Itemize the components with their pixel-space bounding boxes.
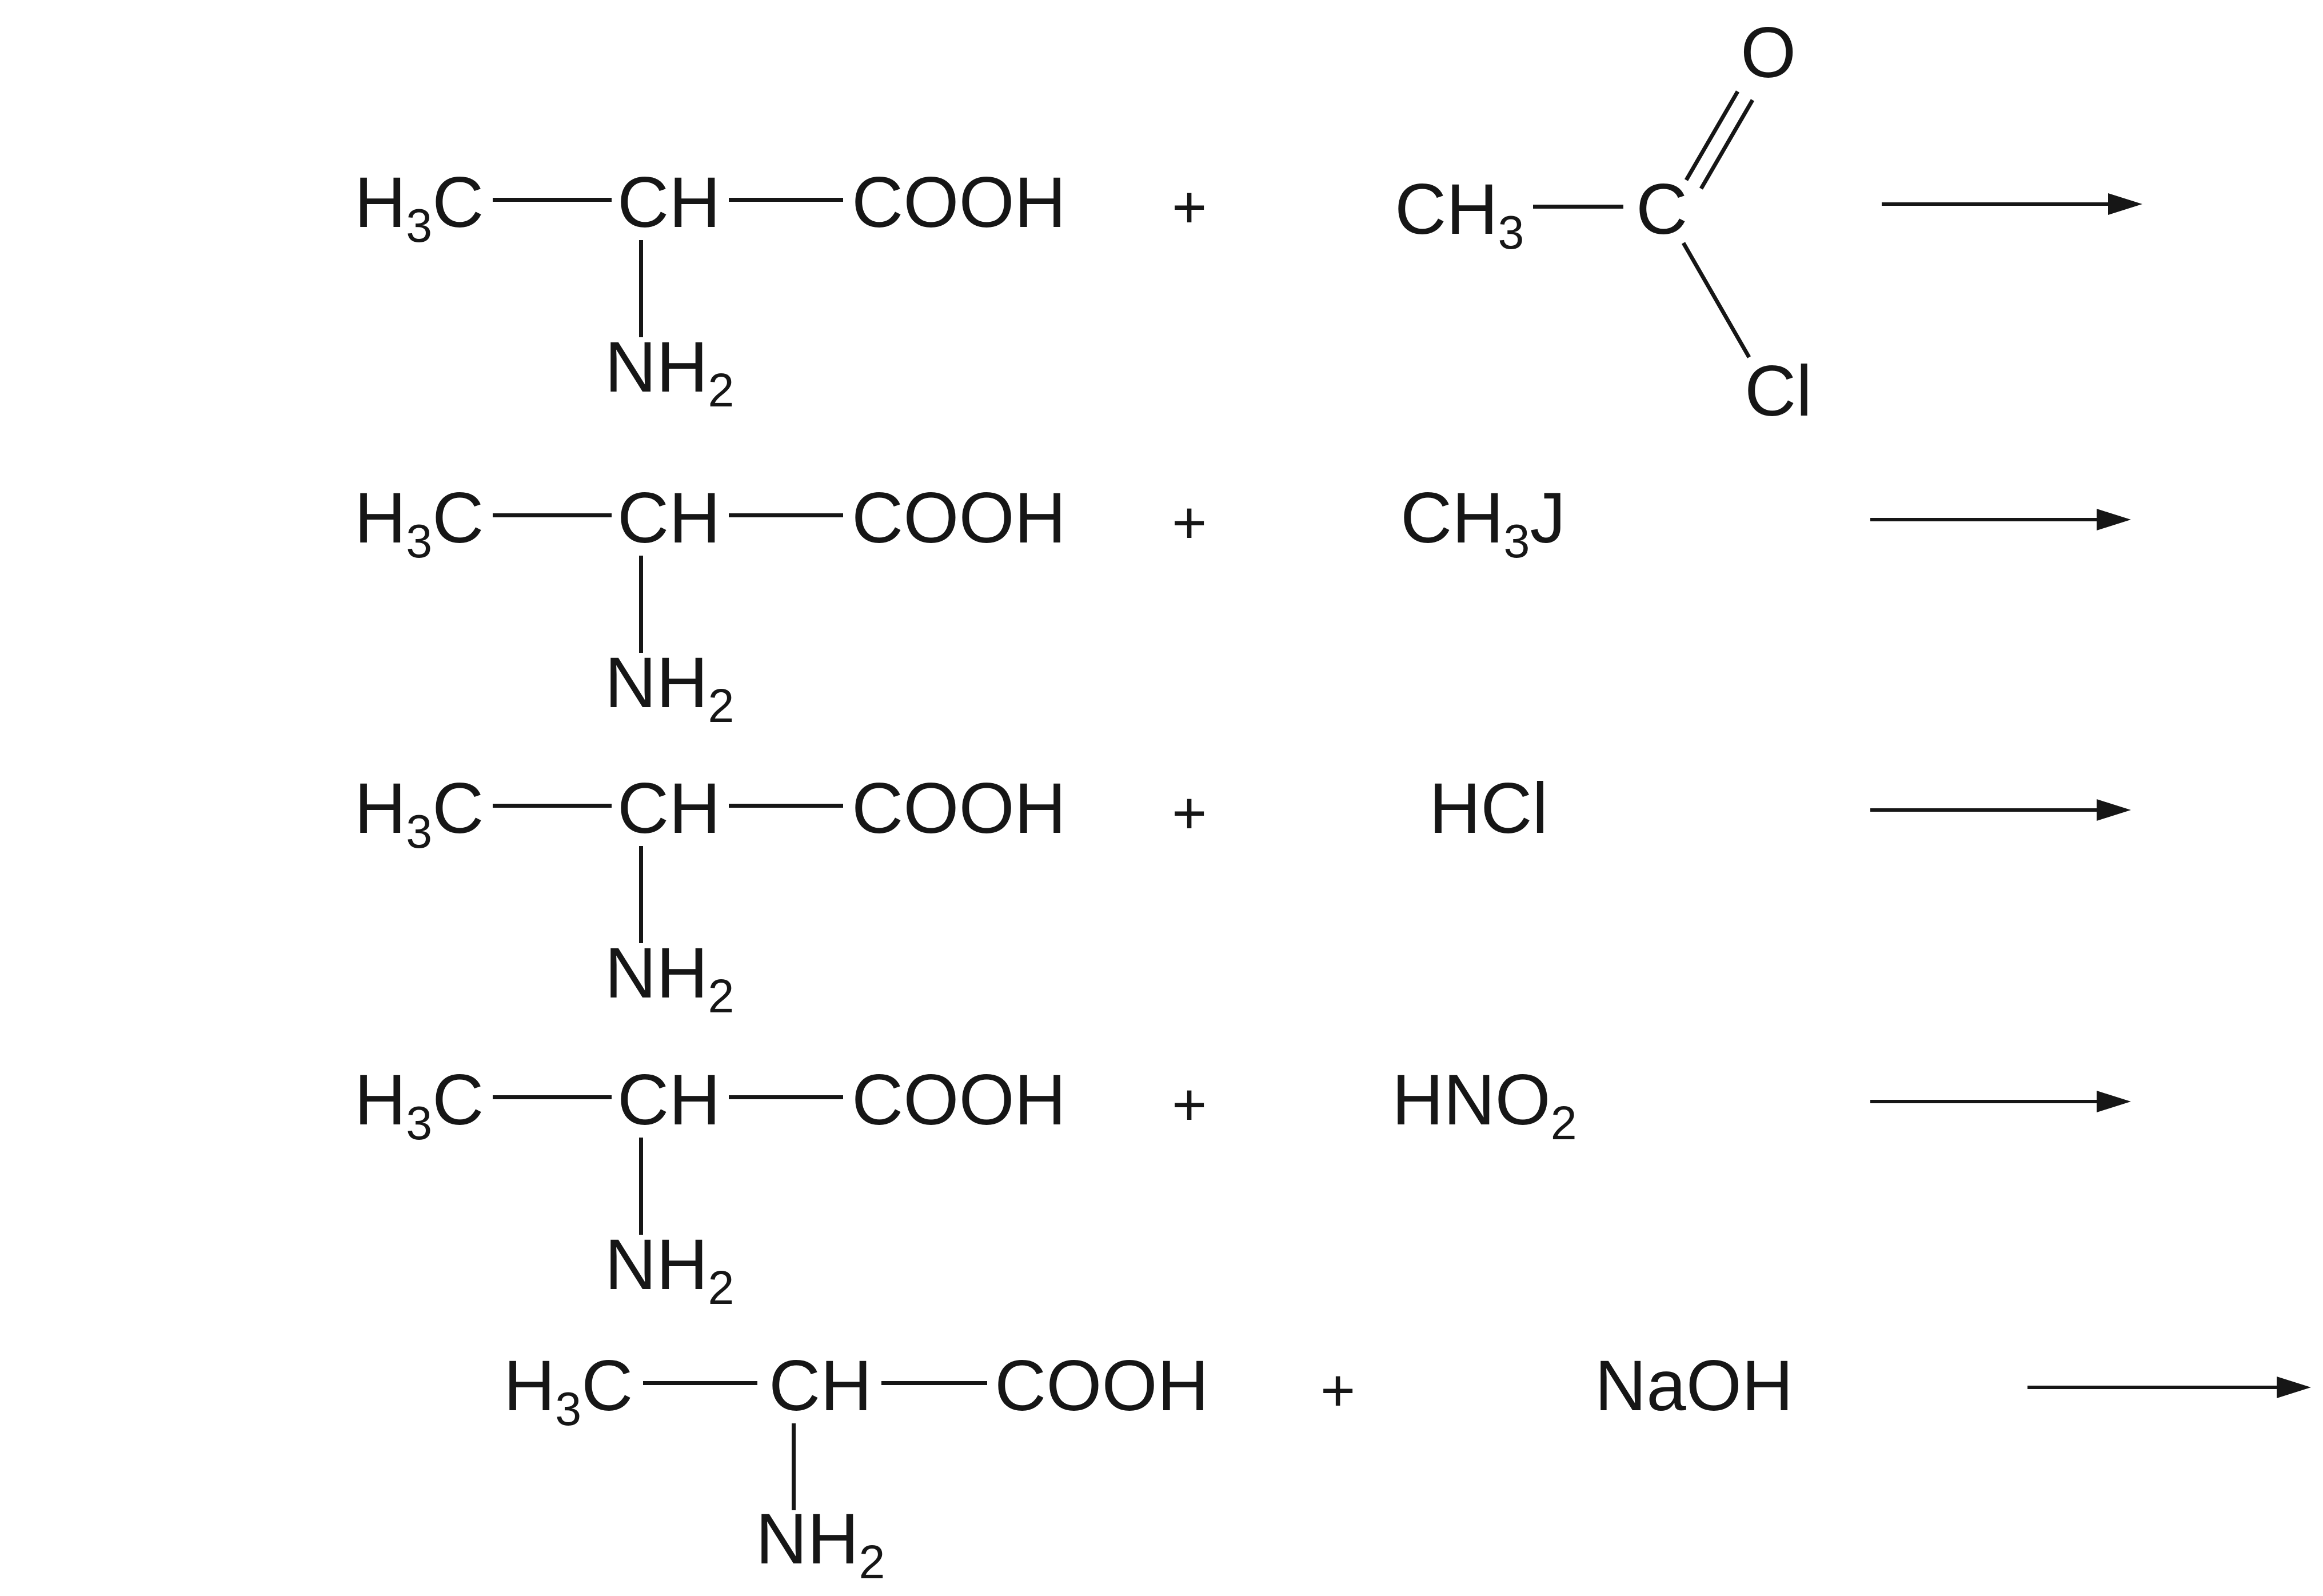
- subscript: 2: [708, 680, 735, 732]
- reagent-base: CH: [1400, 478, 1504, 558]
- subscript: 3: [406, 515, 433, 568]
- arrow-head: [2108, 193, 2142, 215]
- bond-ch-nh2: [639, 846, 643, 943]
- arrow-head: [2097, 509, 2131, 530]
- formula-nh2: NH2: [605, 325, 734, 414]
- bond-h3c-ch: [493, 513, 612, 517]
- reaction-arrow: [2027, 1376, 2311, 1398]
- formula-c: C: [1636, 170, 1688, 249]
- bond-ch-nh2: [792, 1423, 796, 1510]
- bond-h3c-ch: [493, 1095, 612, 1099]
- reagent-hno2: HNO2: [1392, 1058, 1577, 1147]
- reaction-arrow: [1882, 193, 2142, 215]
- h3c-carbon: C: [581, 1346, 633, 1426]
- formula-cooh: COOH: [995, 1346, 1209, 1426]
- reaction-arrow: [1870, 799, 2131, 821]
- arrow-head: [2277, 1376, 2311, 1398]
- reagent-ch3j: CH3J: [1400, 476, 1566, 565]
- plus-sign: +: [1172, 489, 1207, 556]
- subscript: 3: [406, 200, 433, 252]
- subscript: 2: [708, 364, 735, 417]
- double-bond-c-o-line2: [1699, 99, 1755, 190]
- plus-sign: +: [1320, 1357, 1356, 1424]
- h3c-base: H: [354, 1060, 406, 1140]
- bond-ch-nh2: [639, 556, 643, 653]
- formula-cooh: COOH: [852, 478, 1066, 558]
- bond-ch-cooh: [729, 513, 843, 517]
- bond-ch-cooh: [881, 1381, 987, 1385]
- bond-ch-cooh: [729, 198, 843, 202]
- formula-cooh: COOH: [852, 769, 1066, 848]
- h3c-carbon: C: [432, 1060, 484, 1140]
- plus-sign: +: [1172, 780, 1207, 847]
- formula-h3c: H3C: [354, 160, 484, 249]
- plus-sign: +: [1172, 174, 1207, 241]
- acetyl-bonds: [1681, 90, 1755, 358]
- subscript: 3: [1498, 206, 1524, 259]
- subscript: 3: [555, 1383, 582, 1435]
- bond-ch3-c: [1533, 205, 1623, 209]
- formula-nh2: NH2: [605, 1222, 734, 1311]
- subscript: 3: [406, 1097, 433, 1150]
- formula-cooh: COOH: [852, 163, 1066, 242]
- reaction-arrow: [1870, 509, 2131, 530]
- formula-h3c: H3C: [354, 1058, 484, 1147]
- subscript: 3: [406, 805, 433, 858]
- formula-ch: CH: [617, 478, 721, 558]
- subscript: 2: [1550, 1097, 1577, 1150]
- bond-c-cl: [1681, 242, 1751, 358]
- arrow-head: [2097, 799, 2131, 821]
- subscript: 3: [1503, 515, 1530, 568]
- formula-h3c: H3C: [354, 766, 484, 855]
- nh2-base: NH: [605, 933, 708, 1013]
- h3c-carbon: C: [432, 478, 484, 558]
- plus-sign: +: [1172, 1071, 1207, 1138]
- bond-h3c-ch: [493, 198, 612, 202]
- nh2-base: NH: [605, 1225, 708, 1304]
- nh2-base: NH: [756, 1499, 859, 1579]
- h3c-base: H: [354, 163, 406, 242]
- double-bond-c-o-line1: [1684, 90, 1740, 181]
- reaction-arrow: [1870, 1091, 2131, 1112]
- formula-nh2: NH2: [756, 1497, 885, 1586]
- h3c-carbon: C: [432, 769, 484, 848]
- formula-cl: Cl: [1745, 352, 1813, 431]
- formula-cooh: COOH: [852, 1060, 1066, 1140]
- formula-ch: CH: [769, 1346, 872, 1426]
- formula-ch: CH: [617, 1060, 721, 1140]
- formula-h3c: H3C: [354, 476, 484, 565]
- nh2-base: NH: [605, 328, 708, 407]
- bond-ch-cooh: [729, 1095, 843, 1099]
- formula-ch: CH: [617, 769, 721, 848]
- bond-h3c-ch: [643, 1381, 757, 1385]
- formula-ch: CH: [617, 163, 721, 242]
- reagent-hcl: HCl: [1429, 769, 1548, 848]
- h3c-base: H: [504, 1346, 556, 1426]
- bond-ch-nh2: [639, 1138, 643, 1235]
- arrow-head: [2097, 1091, 2131, 1112]
- formula-o: O: [1741, 13, 1797, 93]
- formula-h3c: H3C: [504, 1343, 633, 1433]
- h3c-base: H: [354, 478, 406, 558]
- subscript: 2: [708, 970, 735, 1023]
- reagent-tail: J: [1530, 478, 1566, 558]
- ch3-base: CH: [1395, 170, 1498, 249]
- formula-nh2: NH2: [605, 640, 734, 729]
- subscript: 2: [708, 1262, 735, 1314]
- subscript: 2: [859, 1536, 885, 1589]
- bond-h3c-ch: [493, 804, 612, 808]
- formula-nh2: NH2: [605, 931, 734, 1020]
- reagent-base: HNO: [1392, 1060, 1551, 1140]
- nh2-base: NH: [605, 643, 708, 723]
- bond-ch-nh2: [639, 240, 643, 337]
- formula-ch3: CH3: [1395, 167, 1524, 256]
- h3c-carbon: C: [432, 163, 484, 242]
- bond-ch-cooh: [729, 804, 843, 808]
- h3c-base: H: [354, 769, 406, 848]
- reagent-naoh: NaOH: [1595, 1346, 1794, 1426]
